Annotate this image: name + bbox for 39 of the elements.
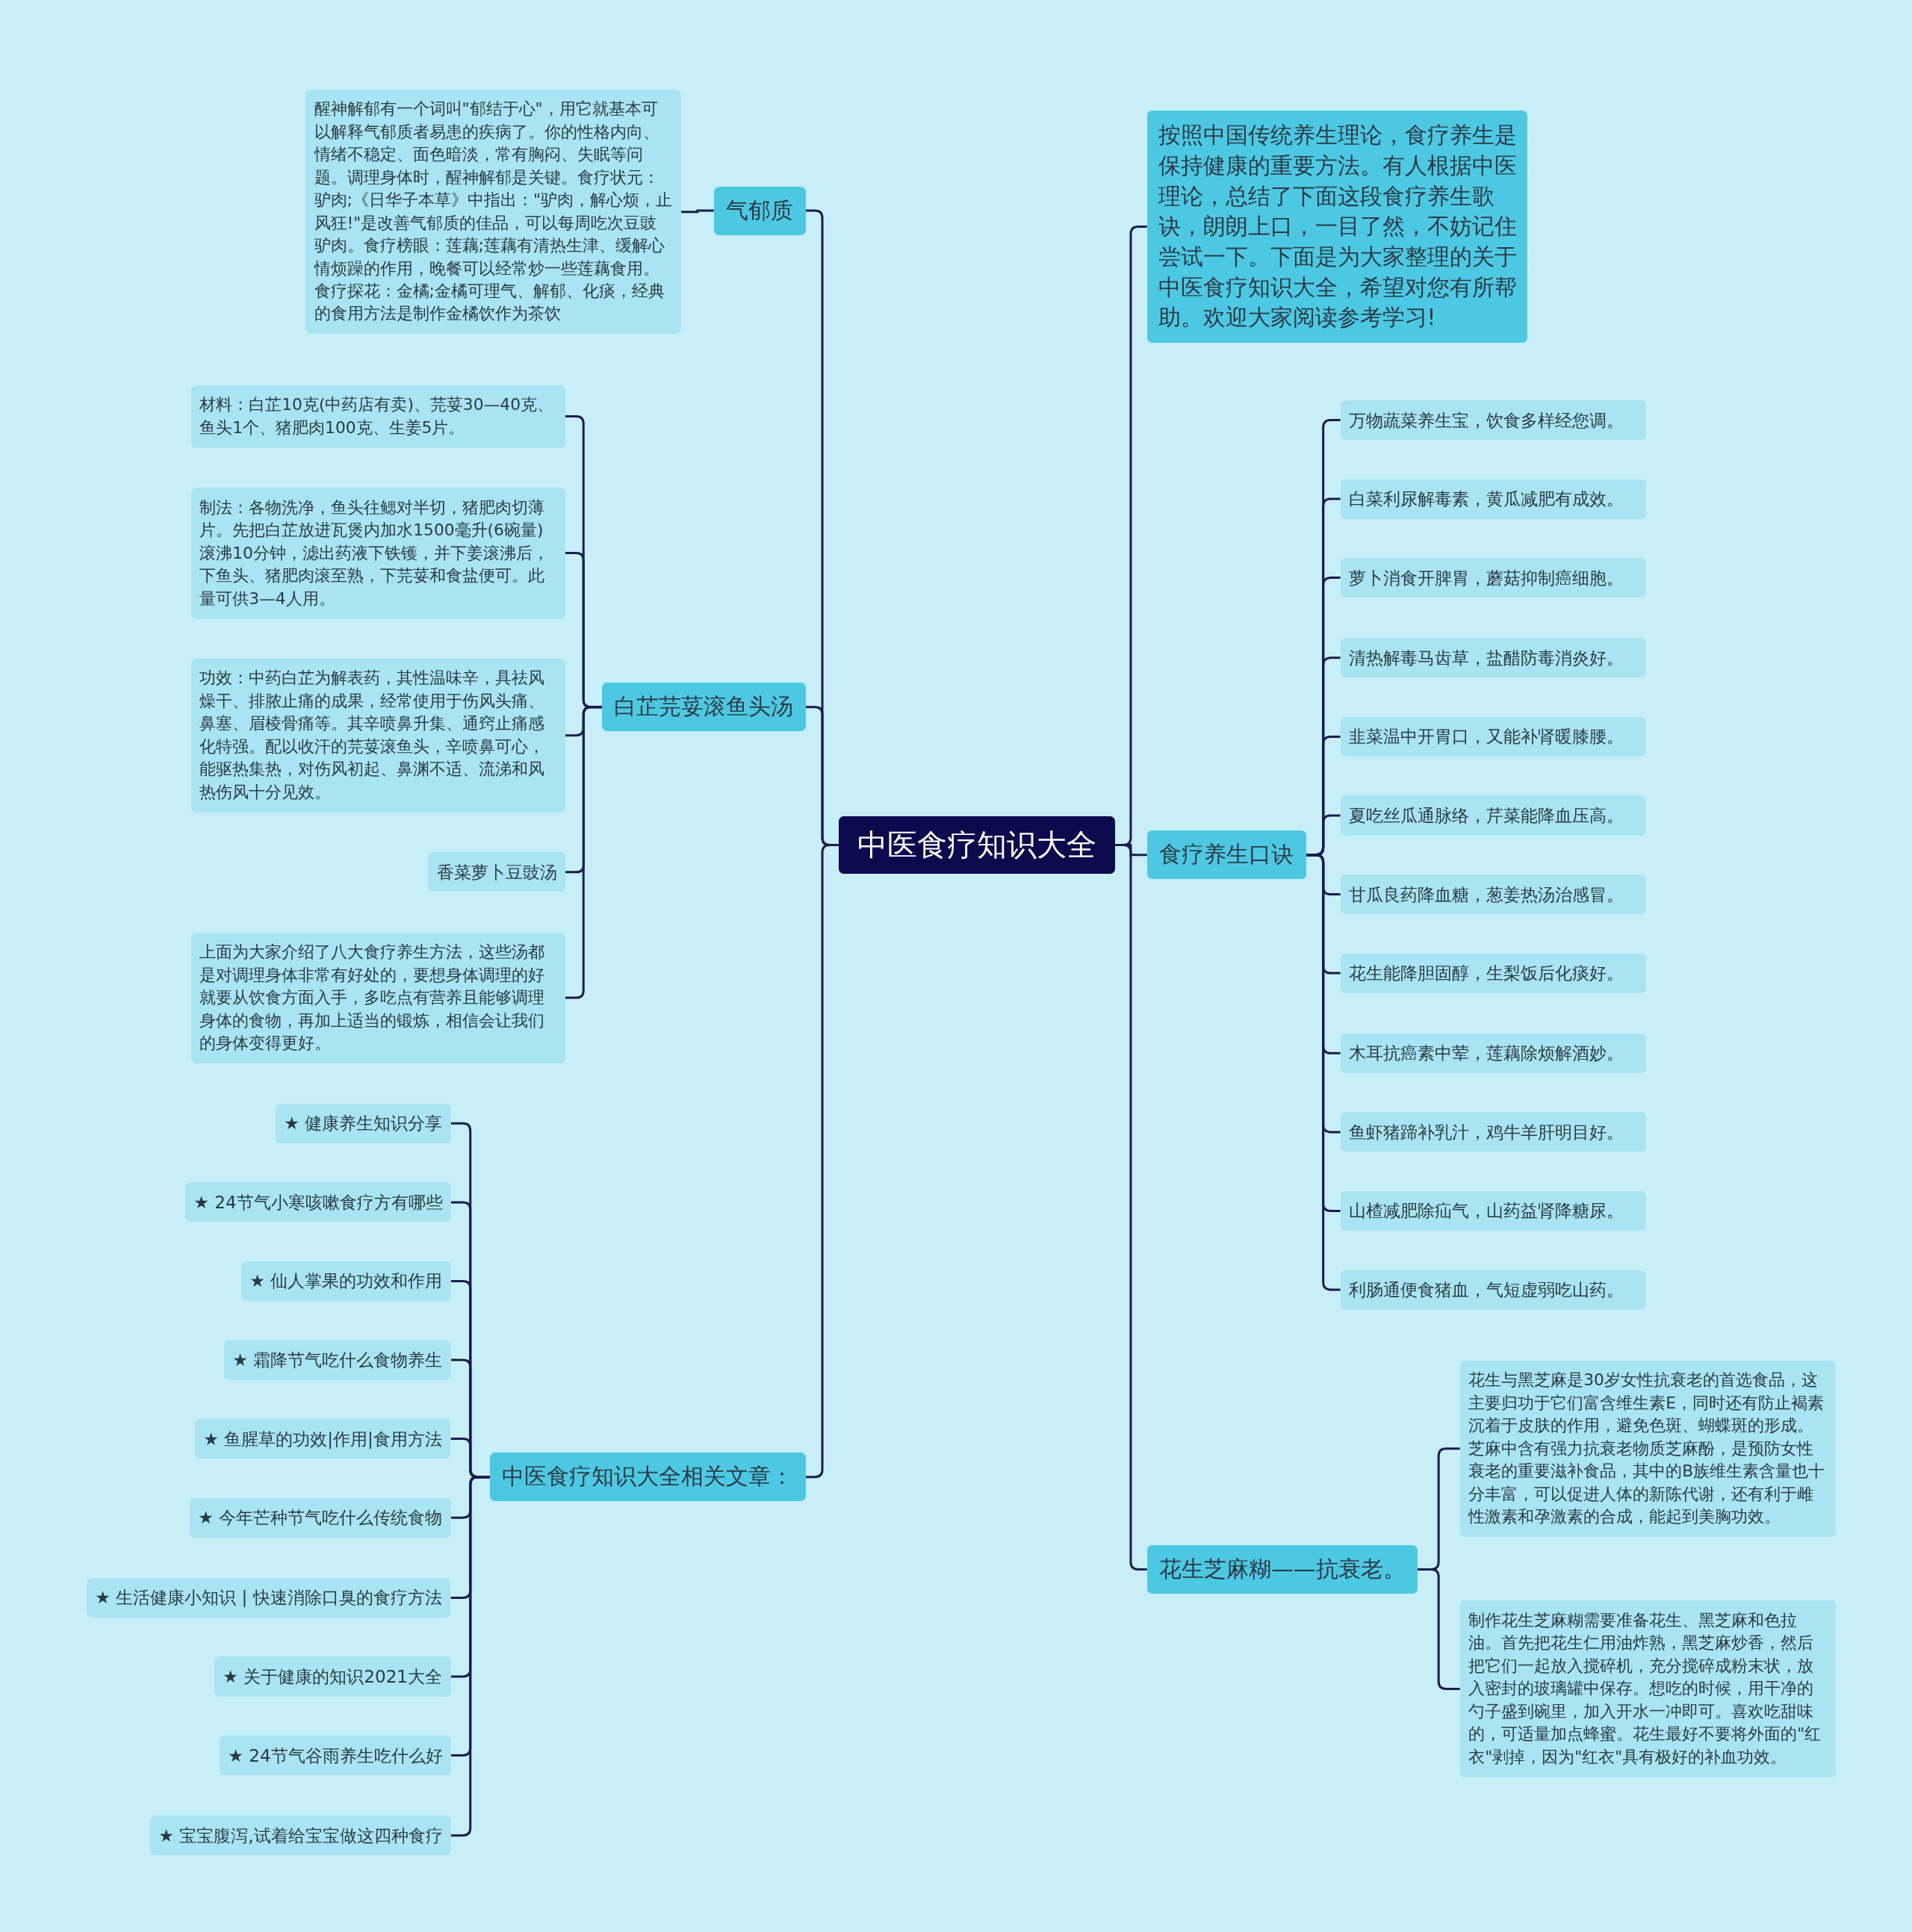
topic-box: 气郁质 <box>713 186 806 235</box>
topic-box: 中医食疗知识大全相关文章： <box>489 1453 806 1502</box>
note-box: 花生与黑芝麻是30岁女性抗衰老的首选食品，这主要归功于它们富含维生素E，同时还有防止褐素沉着于皮肤的作用，避免色斑、蝴蝶斑的形成。芝麻中含有强力抗衰老物质芝麻酚，是预防女性衰老的重要滋补食品，其中的B族维生素含量也十分丰富，可以促进人体的新陈代谢，还有利于雌性激素和孕激素的合成，能起到美胸功效。 <box>1459 1360 1836 1538</box>
intro-text-box: 按照中国传统养生理论，食疗养生是保持健康的重要方法。有人根据中医理论，总结了下面这段食疗养生歌诀，朗朗上口，一目了然，不妨记住尝试一下。下面是为大家整理的关于中医食疗知识大全，希望对您有所帮助。欢迎大家阅读参考学习! <box>1146 111 1528 344</box>
central-topic-box: 中医食疗知识大全 <box>839 816 1115 875</box>
topic-box: 食疗养生口诀 <box>1146 830 1306 880</box>
note-box: 利肠通便食猪血，气短虚弱吃山药。 <box>1340 1270 1646 1310</box>
connector-line <box>681 209 714 214</box>
note-box: 材料：白芷10克(中药店有卖)、芫荽30—40克、鱼头1个、猪肥肉100克、生姜5片。 <box>190 385 566 448</box>
note-box: 木耳抗癌素中荤，莲藕除烦解酒妙。 <box>1340 1033 1646 1073</box>
note-box: ★ 霜降节气吃什么食物养生 <box>223 1340 451 1380</box>
note-box: 香菜萝卜豆豉汤 <box>428 852 566 892</box>
note-box: 醒神解郁有一个词叫"郁结于心"，用它就基本可以解释气郁质者易患的疾病了。你的性格内向、情绪不稳定、面色暗淡，常有胸闷、失眠等问题。调理身体时，醒神解郁是关键。食疗状元：驴肉;《日华子本草》中指出："驴肉，解心烦，止风狂!"是改善气郁质的佳品，可以每周吃次豆豉驴肉。食疗榜眼：莲藕;莲藕有清热生津、缓解心情烦躁的作用，晚餐可以经常炒一些莲藕食用。食疗探花：金橘;金橘可理气、解郁、化痰，经典的食用方法是制作金橘饮作为茶饮 <box>305 89 682 335</box>
note-box: 韭菜温中开胃口，又能补肾暖膝腰。 <box>1340 716 1646 757</box>
note-box: 萝卜消食开脾胃，蘑菇抑制癌细胞。 <box>1340 558 1646 598</box>
note-box: 制作花生芝麻糊需要准备花生、黑芝麻和色拉油。首先把花生仁用油炸熟，黑芝麻炒香，然后把它们一起放入搅碎机，充分搅碎成粉末状，放入密封的玻璃罐中保存。想吃的时候，用干净的勺子盛到碗里，加入开水一冲即可。喜欢吃甜味的，可适量加点蜂蜜。花生最好不要将外面的"红衣"剥掉，因为"红衣"具有极好的补血功效。 <box>1459 1600 1836 1777</box>
note-box: ★ 健康养生知识分享 <box>275 1103 451 1143</box>
note-box: 鱼虾猪蹄补乳汁，鸡牛羊肝明目好。 <box>1340 1112 1646 1152</box>
note-box: 夏吃丝瓜通脉络，芹菜能降血压高。 <box>1340 795 1646 836</box>
note-box: 山楂减肥除疝气，山药益肾降糖尿。 <box>1340 1190 1646 1231</box>
note-box: ★ 生活健康小知识 | 快速消除口臭的食疗方法 <box>86 1577 451 1618</box>
note-box: ★ 仙人掌果的功效和作用 <box>240 1261 451 1302</box>
topic-box: 花生芝麻糊——抗衰老。 <box>1146 1544 1418 1594</box>
note-box: 上面为大家介绍了八大食疗养生方法，这些汤都是对调理身体非常有好处的，要想身体调理的好就要从饮食方面入手，多吃点有营养且能够调理身体的食物，再加上适当的锻炼，相信会让我们的身体变得更好。 <box>190 932 566 1063</box>
topic-box: 白芷芫荽滚鱼头汤 <box>601 683 806 732</box>
note-box: 白菜利尿解毒素，黄瓜减肥有成效。 <box>1340 479 1646 519</box>
note-box: ★ 24节气谷雨养生吃什么好 <box>219 1736 452 1776</box>
connector-line <box>565 706 602 999</box>
note-box: 制法：各物洗净，鱼头往鳃对半切，猪肥肉切薄片。先把白芷放进瓦煲内加水1500毫升(6碗量)滚沸10分钟，滤出药液下铁镬，并下姜滚沸后，下鱼头、猪肥肉滚至熟，下芫荽和食盐便可。此量可供3—4人用。 <box>190 488 566 619</box>
note-box: 万物蔬菜养生宝，饮食多样经您调。 <box>1340 400 1646 441</box>
note-box: ★ 今年芒种节气吃什么传统食物 <box>189 1497 451 1538</box>
note-box: 花生能降胆固醇，生梨饭后化痰好。 <box>1340 953 1646 993</box>
note-box: ★ 24节气小寒咳嗽食疗方有哪些 <box>184 1182 452 1223</box>
note-box: ★ 关于健康的知识2021大全 <box>214 1656 451 1697</box>
note-box: 功效：中药白芷为解表药，其性温味辛，具祛风燥干、排脓止痛的成果，经常使用于伤风头痛、鼻塞、眉棱骨痛等。其辛喷鼻升集、通窍止痛感化特强。配以收汗的芫荽滚鱼头，辛喷鼻可心，能驱热集热，对伤风初起、鼻渊不适、流涕和风热伤风十分见效。 <box>190 658 566 813</box>
note-box: ★ 鱼腥草的功效|作用|食用方法 <box>194 1419 451 1459</box>
note-box: ★ 宝宝腹泻,试着给宝宝做这四种食疗 <box>149 1815 452 1856</box>
note-box: 清热解毒马齿草，盐醋防毒消炎好。 <box>1340 638 1646 678</box>
note-box: 甘瓜良药降血糖，葱姜热汤治感冒。 <box>1340 875 1646 915</box>
